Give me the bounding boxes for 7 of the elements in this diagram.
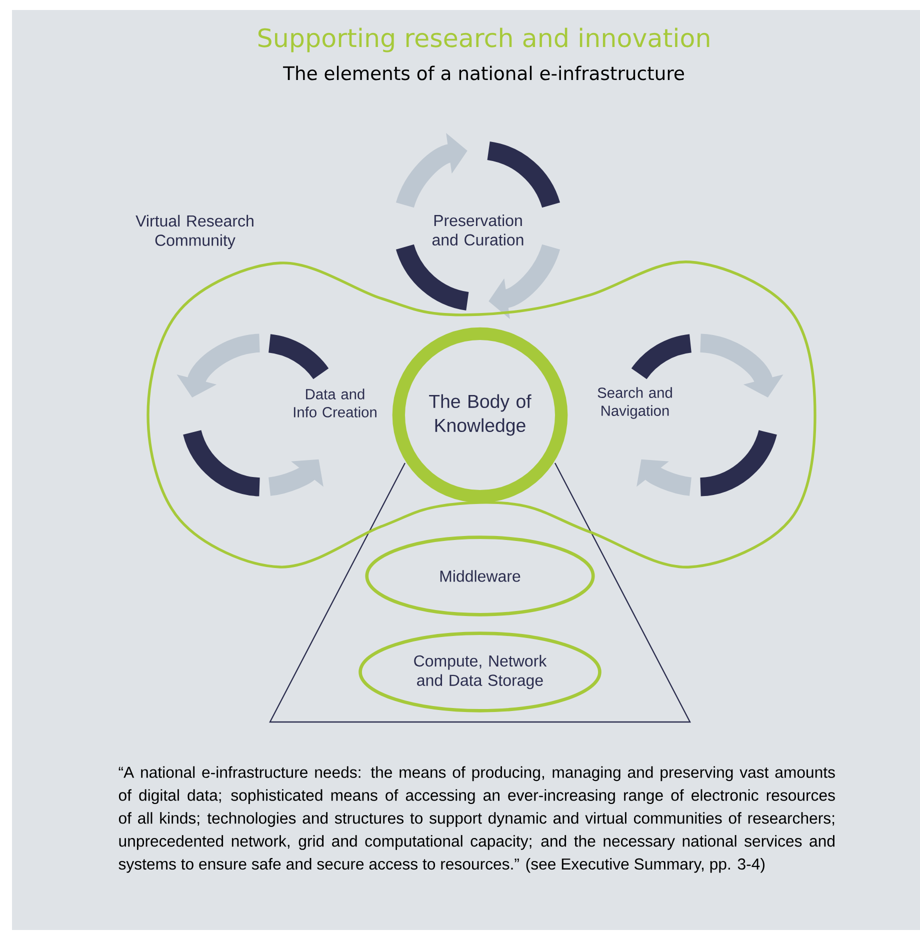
cycle-label: Search and Navigation <box>598 387 672 419</box>
subtitle: The elements of a national e-infrastructure <box>283 66 684 80</box>
cycle-label: Preservation and Curation <box>432 214 524 246</box>
title: Supporting research and innovation <box>258 28 710 52</box>
quote-caption: “A national e-infrastructure needs: the means of producing, managing and preserving vast amounts of digital data; sophisticated means of accessing an ever-increasing range of electronic resources of all kinds; technologies and structures to support dynamic and virtual communities of researchers; unprecedented network, grid and computational capacity; and the necessary national services and systems to ensure safe and secure access to resources.” (see Executive Summary, pp. 3-4) <box>118 766 835 873</box>
node-label: Virtual Research Community <box>136 214 254 250</box>
cycle-label: Data and Info Creation <box>294 388 376 418</box>
